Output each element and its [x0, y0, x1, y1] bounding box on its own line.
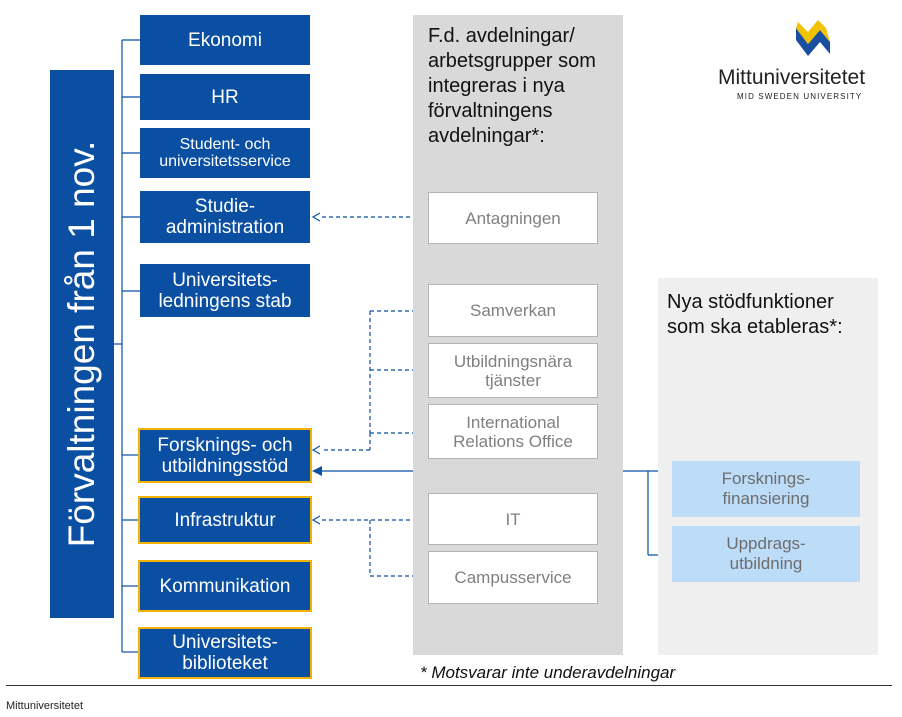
footnote: * Motsvarar inte underavdelningar [420, 663, 676, 682]
dept-stab: Universitets-ledningens stab [140, 264, 310, 317]
dept-biblioteket: Universitets-biblioteket [138, 627, 312, 679]
dept-hr: HR [140, 74, 310, 120]
unit-it: IT [428, 493, 598, 545]
unit-campusservice: Campusservice [428, 551, 598, 604]
former-units-header: F.d. avdelningar/ arbetsgrupper som inte… [428, 25, 596, 147]
logo-subtitle: MID SWEDEN UNIVERSITY [737, 92, 863, 101]
title-bar: Förvaltningen från 1 nov. [50, 70, 114, 618]
dept-ekonomi: Ekonomi [140, 15, 310, 65]
dept-infrastruktur: Infrastruktur [138, 496, 312, 544]
unit-antagningen: Antagningen [428, 192, 598, 244]
unit-uppdragsutbildning: Uppdrags-utbildning [672, 526, 860, 582]
footer-divider [6, 685, 892, 686]
dept-forskningsstod: Forsknings- och utbildningsstöd [138, 428, 312, 483]
new-functions-header: Nya stödfunktioner som ska etableras*: [667, 291, 843, 338]
unit-utbildningsnara: Utbildningsnära tjänster [428, 343, 598, 398]
footer-label: Mittuniversitetet [6, 700, 84, 712]
unit-forskningsfinansiering: Forsknings-finansiering [672, 461, 860, 517]
dept-studieadministration: Studie-administration [140, 191, 310, 243]
dept-student-service: Student- och universitetsservice [140, 128, 310, 178]
unit-iro: International Relations Office [428, 404, 598, 459]
logo-name: Mittuniversitetet [718, 66, 866, 89]
university-logo-icon [796, 20, 830, 56]
dept-kommunikation: Kommunikation [138, 560, 312, 612]
page-title: Förvaltningen från 1 nov. [61, 140, 102, 548]
unit-samverkan: Samverkan [428, 284, 598, 337]
